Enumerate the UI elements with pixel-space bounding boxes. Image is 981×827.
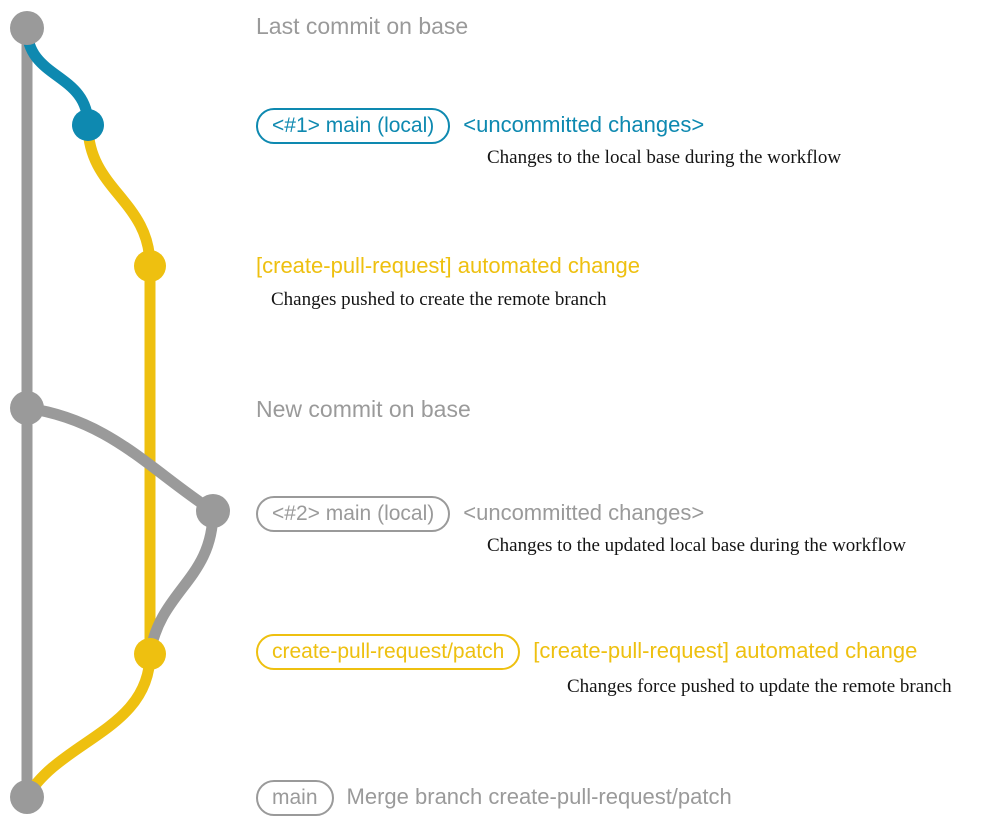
commit-row-automated-change-1: [create-pull-request] automated change: [256, 255, 640, 277]
graph-edge-local-1-to-patch-1: [82, 119, 156, 272]
commit-node-merge-commit[interactable]: [10, 780, 44, 814]
graph-edge-local-2-to-patch-2: [144, 505, 219, 660]
commit-message-patch-branch-update: [create-pull-request] automated change: [533, 638, 918, 663]
commit-row-merge-commit: main Merge branch create-pull-request/pat…: [256, 780, 732, 816]
commit-node-local-change-2[interactable]: [196, 494, 230, 528]
commit-node-automated-change-1[interactable]: [134, 250, 166, 282]
branch-tag-local-uncommitted-1[interactable]: <#1> main (local): [256, 108, 451, 144]
commit-note-local-uncommitted-2: Changes to the updated local base during…: [487, 535, 906, 556]
branch-tag-patch-branch-update[interactable]: create-pull-request/patch: [256, 634, 521, 670]
graph-edge-base-to-local-1: [21, 22, 94, 131]
commit-row-local-uncommitted-2: <#2> main (local) <uncommitted changes>: [256, 496, 704, 532]
commit-message-local-uncommitted-1: <uncommitted changes>: [463, 112, 705, 137]
commit-node-automated-change-2[interactable]: [134, 638, 166, 670]
commit-row-local-uncommitted-1: <#1> main (local) <uncommitted changes>: [256, 108, 704, 144]
commit-node-new-commit-base[interactable]: [10, 391, 44, 425]
commit-message-automated-change-1: [create-pull-request] automated change: [256, 253, 641, 278]
commit-note-patch-branch-update: Changes force pushed to update the remot…: [567, 676, 952, 697]
commit-note-automated-change-1: Changes pushed to create the remote bran…: [271, 289, 607, 310]
commit-row-patch-branch-update: create-pull-request/patch [create-pull-re…: [256, 634, 917, 670]
graph-edge-base-2-to-local-2: [21, 402, 219, 517]
graph-edge-patch-2-to-merge: [21, 648, 156, 803]
branch-tag-local-uncommitted-2[interactable]: <#2> main (local): [256, 496, 451, 532]
edge-layer: [21, 22, 219, 803]
commit-message-merge-commit: Merge branch create-pull-request/patch: [346, 784, 732, 809]
graph-heading-new-commit-on-base: New commit on base: [256, 396, 471, 422]
commit-message-local-uncommitted-2: <uncommitted changes>: [463, 500, 705, 525]
commit-note-local-uncommitted-1: Changes to the local base during the wor…: [487, 147, 842, 168]
graph-heading-last-commit-on-base: Last commit on base: [256, 13, 469, 39]
branch-tag-merge-commit[interactable]: main: [256, 780, 334, 816]
node-layer: [10, 11, 230, 814]
commit-node-last-commit-base[interactable]: [10, 11, 44, 45]
commit-node-local-change-1[interactable]: [72, 109, 104, 141]
